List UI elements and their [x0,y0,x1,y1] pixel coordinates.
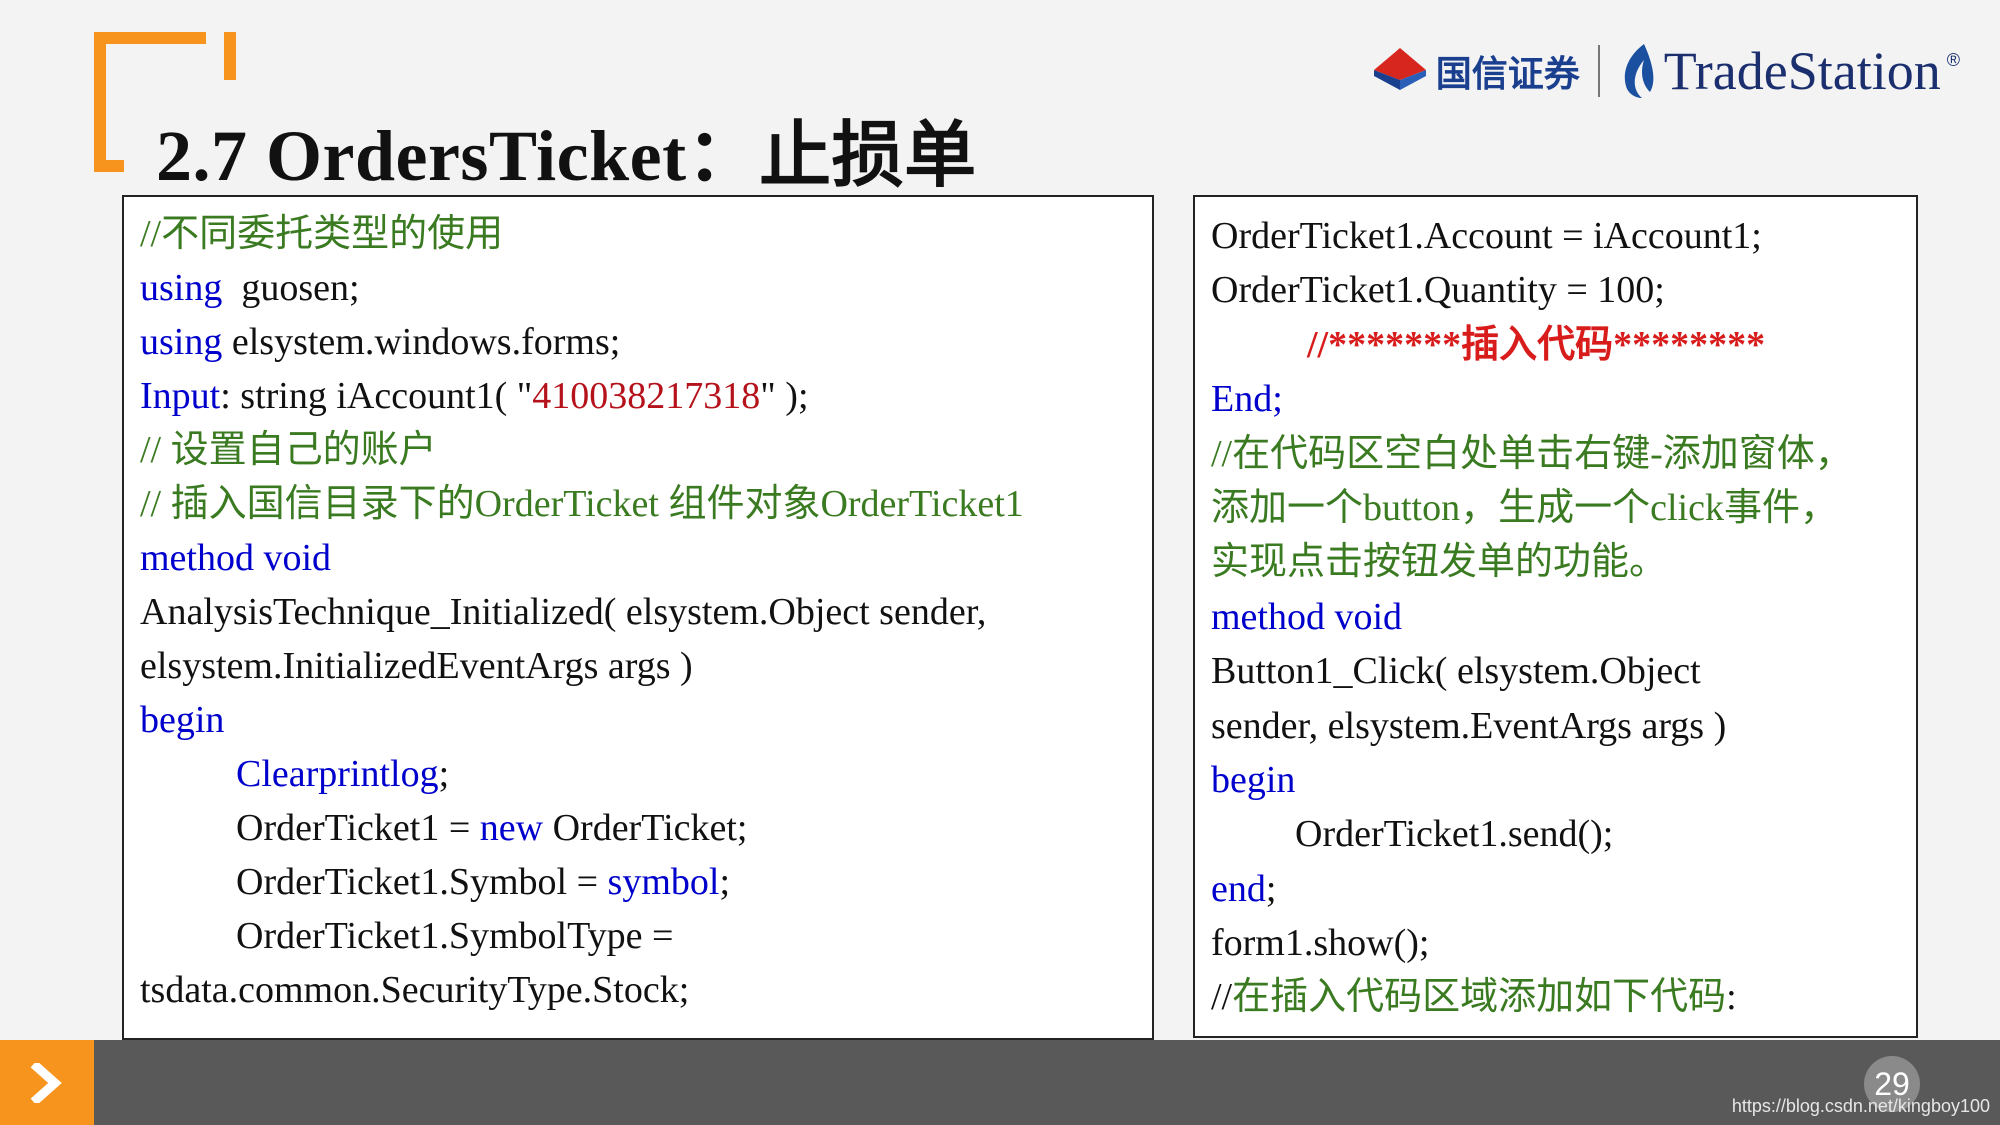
guosen-logo-text: 国信证券 [1435,54,1580,95]
guosen-diamond-icon [1373,48,1426,90]
code-line-begin: begin [140,699,225,741]
code-comment: 在插入代码区域添加如下代码 [1232,976,1727,1019]
title-bracket-decoration [94,32,206,172]
code-text: " ); [760,375,809,417]
code-line-comment: 实现点击按钮发单的功能。 [1211,541,1668,584]
tradestation-flame-icon [1624,44,1654,98]
code-line-comment: // 插入国信目录下的OrderTicket 组件对象OrderTicket1 [140,483,1024,525]
code-line-using-guosen: using guosen; [140,261,1138,315]
code-keyword: end [1211,867,1266,910]
code-line-securitytype: tsdata.common.SecurityType.Stock; [140,969,690,1011]
code-line-input: Input: string iAccount1( "410038217318" … [140,369,1138,423]
code-text: ; [719,861,730,903]
registered-mark: ® [1946,50,1960,70]
code-line-comment: 添加一个button，生成一个click事件， [1211,486,1838,529]
code-line-symbol: OrderTicket1.Symbol = symbol; [140,855,1138,909]
code-keyword: Input [140,375,221,417]
code-line-comment: //不同委托类型的使用 [140,213,504,255]
brand-logo: 国信证券 TradeStation ® [1372,36,1960,106]
code-text: ; [438,753,450,795]
code-text: elsystem.windows.forms; [222,321,621,363]
code-line-quantity: OrderTicket1.Quantity = 100; [1211,269,1665,312]
code-text: OrderTicket; [543,807,748,849]
code-line-signature: elsystem.InitializedEventArgs args ) [140,645,693,687]
code-text: : [1726,976,1737,1019]
page-number: 29 [1864,1056,1920,1112]
logo-divider [1597,45,1600,97]
code-line-symboltype: OrderTicket1.SymbolType = [236,915,674,957]
footer-bar [0,1040,2000,1125]
code-text: : string iAccount1( " [220,375,533,417]
code-line-signature: Button1_Click( elsystem.Object [1211,650,1701,693]
code-line-send: OrderTicket1.send(); [1295,813,1614,856]
code-line-begin: begin [1211,758,1296,801]
code-string: 410038217318 [532,375,761,417]
code-keyword: using [140,321,223,363]
chevron-right-icon [30,1062,62,1103]
code-keyword: using [140,267,223,309]
code-line-method: method void [1211,595,1403,638]
code-text: ; [1265,867,1277,910]
code-line-new-orderticket: OrderTicket1 = new OrderTicket; [140,801,1138,855]
tradestation-logo-text: TradeStation [1663,41,1941,101]
code-line-method: method void [140,537,332,579]
code-text: guosen; [222,267,360,309]
code-line-comment: //在代码区空白处单击右键-添加窗体， [1211,432,1853,475]
code-keyword: symbol [607,861,720,903]
title-bracket-tick [224,32,236,80]
code-line-insert-marker: //*******插入代码******** [1307,323,1766,366]
footer-arrow-block [0,1040,94,1125]
code-line-using-forms: using elsystem.windows.forms; [140,315,1138,369]
code-line-signature: sender, elsystem.EventArgs args ) [1211,704,1727,747]
code-text: OrderTicket1 = [236,807,480,849]
code-text: // [1211,976,1233,1019]
code-keyword: new [479,807,544,849]
code-line-comment: //在插入代码区域添加如下代码: [1211,970,1902,1024]
code-line-end: End; [1211,378,1283,421]
code-line-form-show: form1.show(); [1211,922,1430,965]
code-text: OrderTicket1.Symbol = [236,861,608,903]
code-line-clearprintlog: Clearprintlog; [140,747,1138,801]
watermark-url: https://blog.csdn.net/kingboy100 [1731,1096,1990,1116]
slide-title: 2.7 OrdersTicket：止损单 [156,116,977,196]
code-keyword: Clearprintlog [236,753,439,795]
code-line-comment: // 设置自己的账户 [140,429,437,471]
left-code-panel: //不同委托类型的使用 using guosen; using elsystem… [122,195,1154,1040]
guosen-logo: 国信证券 [1372,45,1580,97]
tradestation-logo: TradeStation ® [1618,40,1960,102]
right-code-panel: OrderTicket1.Account = iAccount1; OrderT… [1193,195,1918,1038]
code-line-account: OrderTicket1.Account = iAccount1; [1211,215,1762,257]
code-line-signature: AnalysisTechnique_Initialized( elsystem.… [140,591,987,633]
code-line-end-method: end; [1211,862,1902,916]
